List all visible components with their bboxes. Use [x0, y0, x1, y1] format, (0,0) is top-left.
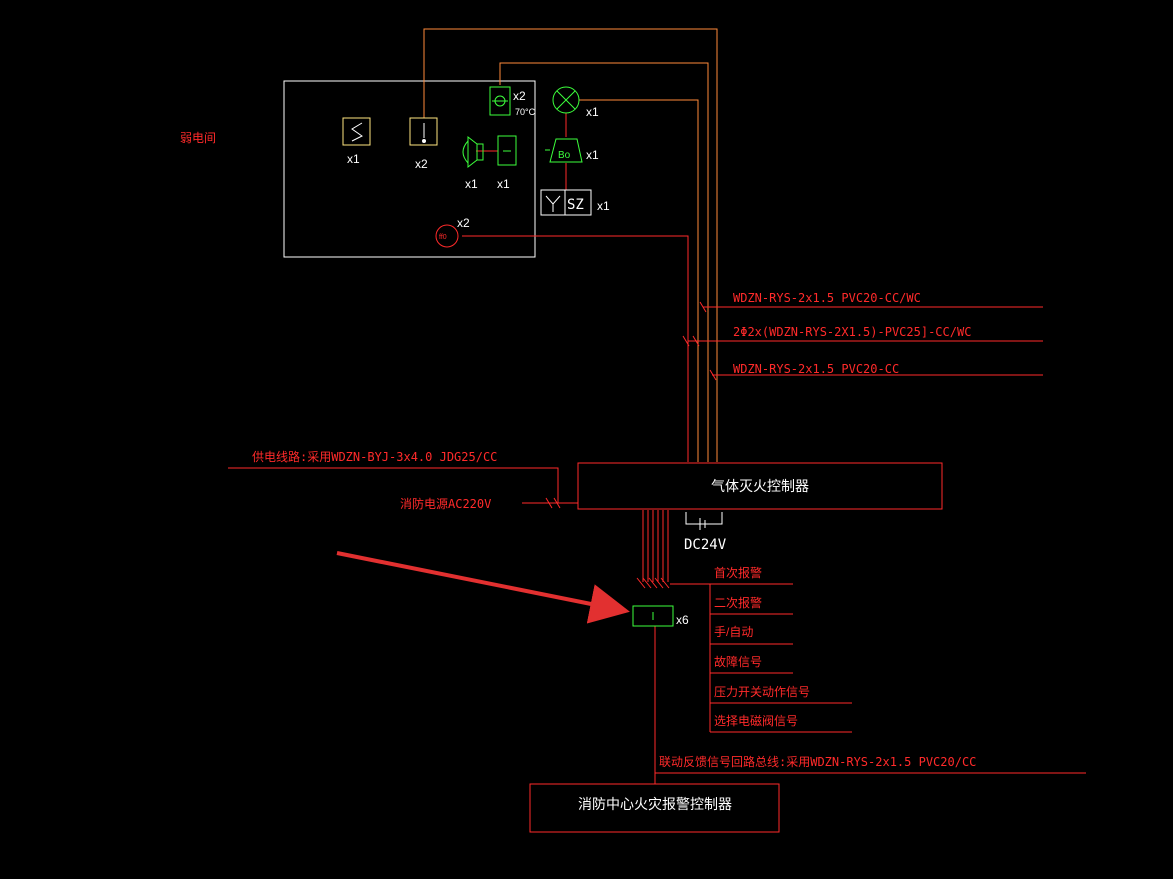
- signal-4: 压力开关动作信号: [714, 685, 810, 699]
- svg-text:ff0: ff0: [439, 234, 447, 241]
- gas-controller-box: [577, 462, 943, 510]
- fire-power-label: 消防电源AC220V: [400, 496, 491, 511]
- gas-controller-label: 气体灭火控制器: [711, 478, 809, 494]
- fire-center-box: [529, 783, 780, 833]
- annotation-arrow: [336, 551, 630, 624]
- qty-callpoint: x1: [465, 177, 478, 191]
- signal-0: 首次报警: [714, 565, 762, 580]
- output-module-box: [632, 605, 674, 627]
- qty-thermal: x2: [513, 89, 526, 103]
- sounder-strobe-icon: Bo: [545, 138, 583, 163]
- linkage-bus-label: 联动反馈信号回路总线:采用WDZN-RYS-2x1.5 PVC20/CC: [659, 754, 976, 769]
- cable-label-1: WDZN-RYS-2x1.5 PVC20-CC/WC: [733, 291, 921, 305]
- cable-label-3: WDZN-RYS-2x1.5 PVC20-CC: [733, 362, 899, 376]
- qty-estop: x1: [597, 199, 610, 213]
- qty-sounder: x1: [586, 148, 599, 162]
- signal-3: 故障信号: [714, 654, 762, 669]
- signal-1: 二次报警: [714, 595, 762, 610]
- cable-ticks: [545, 301, 717, 589]
- module-qty: x6: [676, 613, 689, 627]
- gas-release-indicator-icon: ff0: [435, 224, 459, 248]
- emergency-stop-button-icon: [540, 189, 592, 216]
- smoke-detector-icon: [342, 117, 371, 146]
- thermal-detector-70c-icon: [489, 86, 511, 116]
- signal-5: 选择电磁阀信号: [714, 713, 798, 728]
- input-module-icon: [497, 135, 517, 166]
- dc24v-label: DC24V: [684, 537, 727, 553]
- qty-smoke: x1: [347, 152, 360, 166]
- power-supply-label: 供电线路:采用WDZN-BYJ-3x4.0 JDG25/CC: [252, 449, 497, 464]
- manual-call-point-icon: [462, 135, 484, 169]
- qty-module: x1: [497, 177, 510, 191]
- thermal-temp: 70°C: [515, 107, 536, 117]
- estop-text: SZ: [567, 197, 584, 213]
- qty-heat: x2: [415, 157, 428, 171]
- signal-2: 手/自动: [714, 625, 753, 639]
- svg-text:Bo: Bo: [558, 150, 571, 161]
- room-label: 弱电间: [180, 131, 216, 145]
- room-box: [283, 80, 536, 258]
- orange-wires: [423, 28, 718, 462]
- qty-gas-indicator: x2: [457, 216, 470, 230]
- fire-center-label: 消防中心火灾报警控制器: [578, 796, 732, 812]
- heat-detector-icon: [409, 117, 438, 146]
- flashing-light-icon: [552, 86, 580, 114]
- qty-light: x1: [586, 105, 599, 119]
- cable-label-2: 2Φ2x(WDZN-RYS-2X1.5)-PVC25]-CC/WC: [733, 325, 971, 339]
- red-wires: [228, 113, 1086, 784]
- dc-power-symbol: [685, 512, 723, 530]
